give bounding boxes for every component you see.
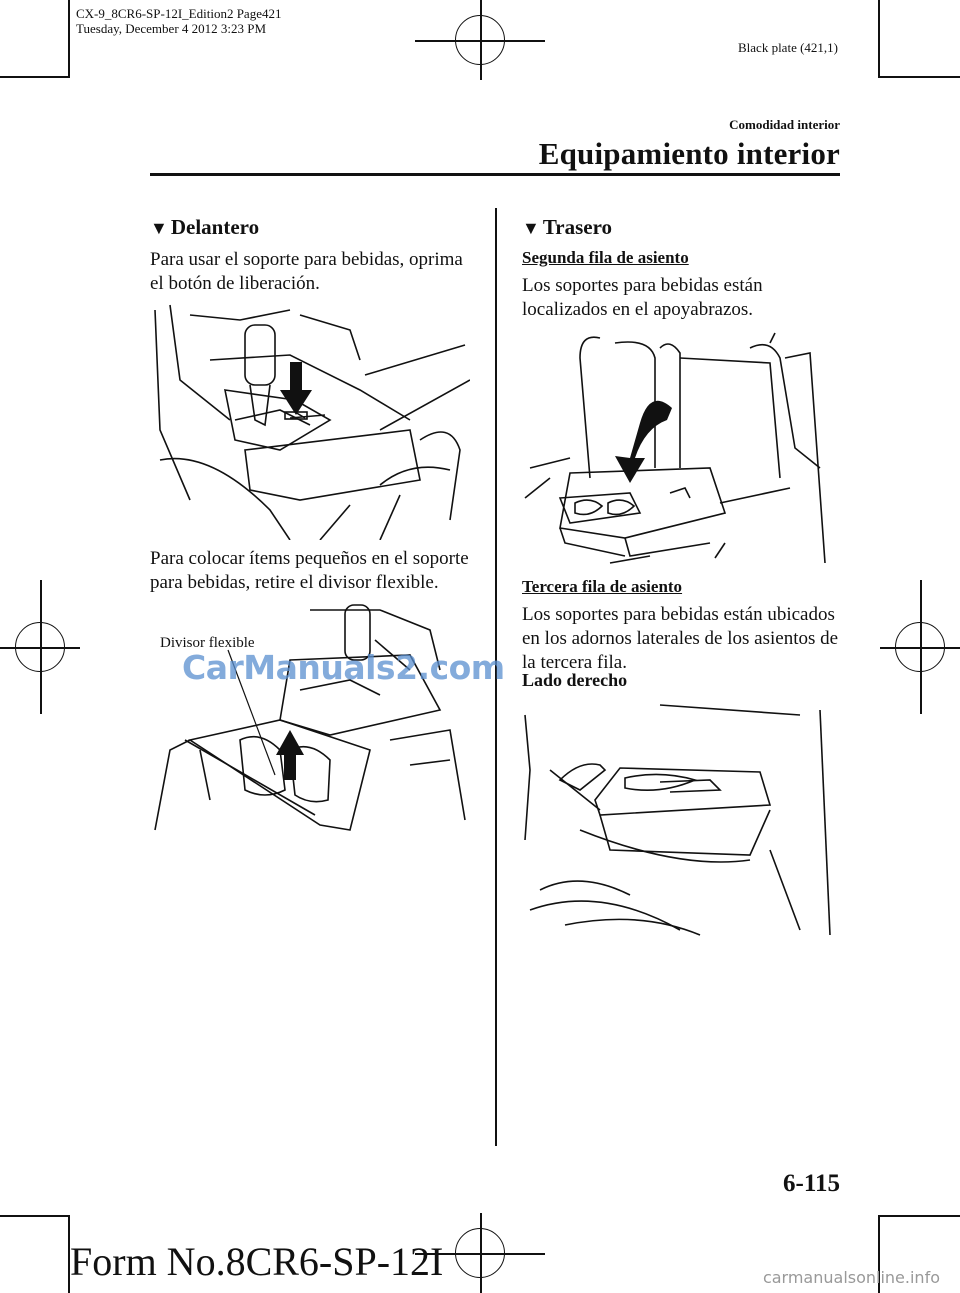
paragraph-line: localizados en el apoyabrazos. bbox=[522, 299, 754, 320]
subheading-second-row: Segunda fila de asiento bbox=[522, 248, 689, 267]
front-console-illustration bbox=[154, 304, 470, 540]
label-right-side: Lado derecho bbox=[522, 670, 628, 690]
heading-marker: ▼ bbox=[522, 218, 540, 238]
side-trim-illustration bbox=[524, 704, 831, 936]
paragraph-line: Para colocar ítems pequeños en el soport… bbox=[150, 548, 469, 569]
section-name: Comodidad interior bbox=[729, 117, 840, 132]
callout-flexible-divider: Divisor flexible bbox=[160, 635, 255, 651]
heading-text: Trasero bbox=[542, 215, 613, 239]
page-title: Equipamiento interior bbox=[538, 136, 840, 171]
paragraph-side-trim: Los soportes para bebidas están ubicados… bbox=[522, 603, 838, 675]
paragraph-line: el botón de liberación. bbox=[150, 273, 320, 294]
form-number: Form No.8CR6-SP-12I bbox=[70, 1239, 444, 1284]
paragraph-line: Los soportes para bebidas están ubicados bbox=[522, 604, 835, 625]
paragraph-line: la tercera fila. bbox=[522, 652, 627, 673]
watermark: CarManuals2.com bbox=[182, 648, 505, 687]
paragraph-line: en los adornos laterales de los asientos… bbox=[522, 628, 839, 649]
print-meta-line1: CX-9_8CR6-SP-12I_Edition2 Page421 bbox=[76, 6, 282, 21]
flexible-divider-illustration bbox=[154, 604, 466, 831]
heading-delantero: ▼Delantero bbox=[150, 215, 259, 240]
paragraph-line: para bebidas, retire el divisor flexible… bbox=[150, 572, 439, 593]
print-meta-line2: Tuesday, December 4 2012 3:23 PM bbox=[76, 21, 267, 36]
paragraph-line: Los soportes para bebidas están bbox=[522, 275, 763, 296]
header-rule bbox=[150, 173, 840, 176]
column-divider bbox=[495, 208, 497, 1146]
heading-trasero: ▼Trasero bbox=[522, 215, 612, 240]
print-metadata: CX-9_8CR6-SP-12I_Edition2 Page421 Tuesda… bbox=[76, 6, 281, 36]
paragraph-armrest: Los soportes para bebidas están localiza… bbox=[522, 274, 763, 322]
plate-label: Black plate (421,1) bbox=[738, 40, 838, 55]
heading-marker: ▼ bbox=[150, 218, 168, 238]
paragraph-flexible-divider: Para colocar ítems pequeños en el soport… bbox=[150, 547, 469, 595]
page-number: 6-115 bbox=[783, 1170, 840, 1197]
paragraph-line: Para usar el soporte para bebidas, oprim… bbox=[150, 249, 463, 270]
footer-site-watermark: carmanualsonline.info bbox=[762, 1268, 940, 1287]
armrest-illustration bbox=[524, 332, 826, 564]
subheading-third-row: Tercera fila de asiento bbox=[522, 577, 683, 596]
heading-text: Delantero bbox=[170, 215, 260, 239]
paragraph-release-button: Para usar el soporte para bebidas, oprim… bbox=[150, 248, 463, 296]
